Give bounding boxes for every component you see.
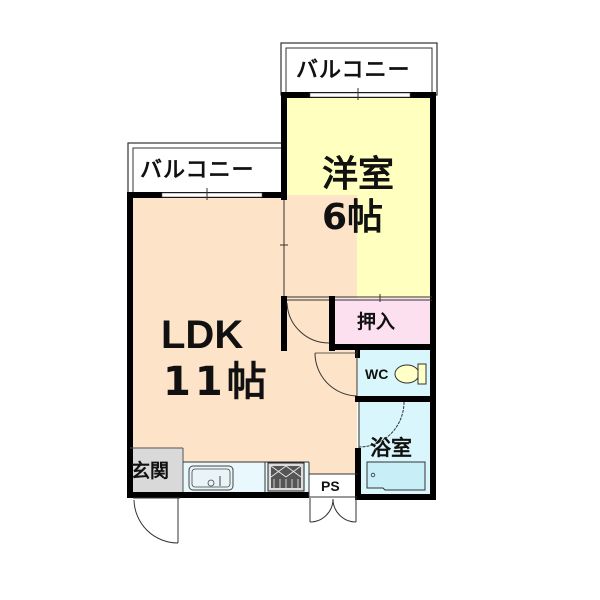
entrance	[130, 448, 183, 492]
ldk-size: 11帖	[163, 359, 271, 405]
closet	[333, 298, 433, 346]
ldk-name: LDK	[161, 313, 244, 357]
balcony-label-top: バルコニー	[296, 58, 411, 83]
pipe-space	[309, 474, 357, 497]
wc-label: WC	[365, 366, 389, 382]
bathroom-label: 浴室	[370, 436, 412, 460]
western-room-name: 洋室	[322, 154, 395, 195]
ldk-room	[130, 195, 357, 497]
closet-label: 押入	[357, 311, 396, 333]
balcony-label-left: バルコニー	[140, 158, 255, 183]
western-room-size: 6帖	[322, 197, 384, 238]
entrance-label: 玄関	[131, 460, 170, 482]
pipe-space-label: PS	[321, 478, 340, 494]
